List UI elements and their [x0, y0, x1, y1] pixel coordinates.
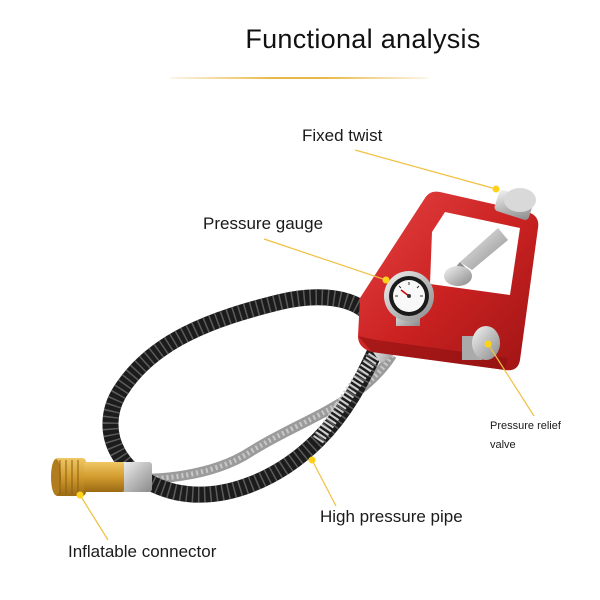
callout-dots [76, 185, 500, 499]
inner-cone [444, 228, 508, 286]
callout-dot-connector [76, 491, 84, 499]
page-title: Functional analysis [245, 24, 481, 54]
callout-dot-fixed-twist [492, 185, 500, 193]
callout-lines [79, 149, 535, 541]
high-pressure-hose [102, 289, 397, 503]
label-pressure-relief-line1: Pressure relief [490, 420, 561, 432]
title-underline [170, 77, 428, 79]
pressure-gauge [384, 271, 434, 326]
label-pressure-gauge: Pressure gauge [203, 214, 324, 233]
inflatable-connector [51, 458, 152, 496]
label-inflatable-connector: Inflatable connector [68, 542, 217, 561]
label-fixed-twist: Fixed twist [302, 126, 383, 145]
callout-dot-pressure-relief [484, 340, 492, 348]
label-pressure-relief-valve: Pressure relief valve [490, 417, 590, 455]
callout-dot-pressure-gauge [382, 276, 390, 284]
label-pressure-relief-line2: valve [490, 439, 516, 451]
label-high-pressure-pipe: High pressure pipe [320, 507, 463, 526]
callout-dot-pipe [308, 456, 316, 464]
fixed-twist-knob [494, 188, 536, 220]
